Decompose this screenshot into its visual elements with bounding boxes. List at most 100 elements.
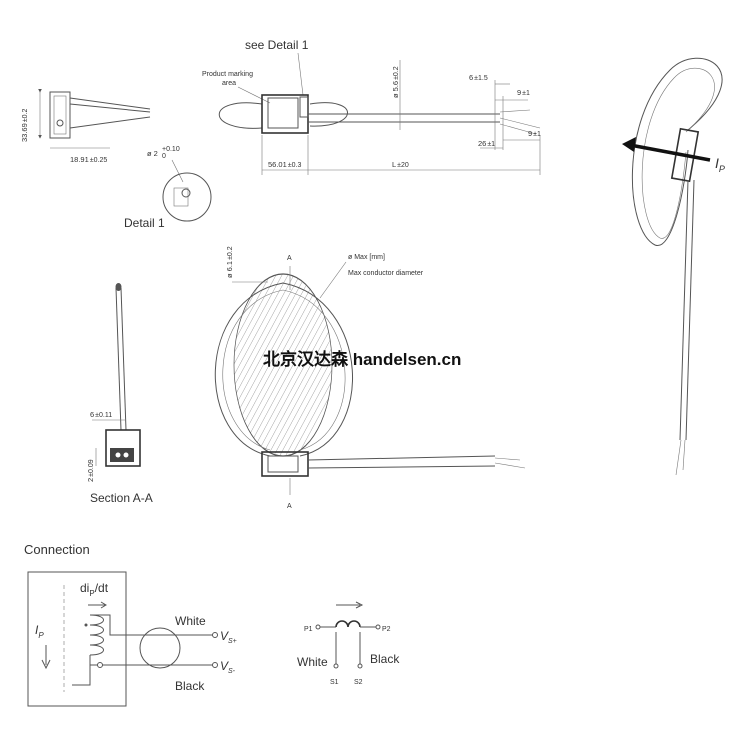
side-view-cable-mid (69, 103, 151, 113)
sec-dim-6: 6±0.11 (90, 410, 112, 419)
dim-dia-61: ø 6.1±0.2 (225, 246, 234, 278)
product-marking-leader (237, 86, 271, 104)
section-mark-top: A (287, 255, 292, 262)
current-arrow-shaft (629, 143, 711, 162)
clip-latch (299, 96, 309, 118)
dim-height-33: 33.69±0.2 (20, 109, 29, 142)
wire-black (72, 655, 213, 686)
wire-white (90, 614, 213, 636)
max-diameter-leader (319, 261, 347, 299)
dim-hole-d2: ø 2 (147, 149, 158, 158)
dim-56: 56.01±0.3 (268, 160, 301, 169)
section-clip (105, 429, 141, 467)
terminal-plus (212, 632, 218, 638)
symbol-arrow-head (355, 601, 364, 609)
s2-label: S2 (354, 679, 363, 686)
s1-terminal (333, 663, 339, 669)
wire-end-3 (499, 123, 537, 135)
coil-cable-top (307, 455, 496, 461)
section-cable-left (115, 287, 122, 431)
section-hole-2 (123, 452, 129, 458)
section-cable-right (120, 287, 127, 431)
loop-cable-left (219, 102, 263, 129)
white-label: White (175, 614, 206, 628)
side-view: 33.69±0.2 18.91±0.25 (20, 89, 151, 164)
section-mark-bottom: A (287, 503, 292, 510)
section-clip-base (110, 448, 134, 462)
detail-1-hole (181, 188, 191, 198)
dim-9a: 9±1 (517, 88, 530, 97)
detail-1-label: Detail 1 (124, 216, 165, 230)
iso-wire-2 (682, 439, 686, 471)
symbol-coil (335, 620, 361, 628)
symbol-white-label: White (297, 655, 328, 669)
didt-label: diP/dt (80, 581, 109, 598)
black-label: Black (175, 679, 205, 693)
iso-loop-inner (641, 67, 715, 239)
coil-loop-inner (222, 289, 346, 451)
detail-1-circle (162, 172, 212, 222)
section-hole-1 (115, 452, 121, 458)
coil-clip (261, 451, 309, 477)
ip-label: IP (35, 623, 44, 640)
iso-ip-label: IP (715, 155, 725, 174)
side-view-cable-bottom (69, 116, 151, 129)
dim-dia-56: ø 5.6±0.2 (391, 66, 400, 98)
product-marking-label: Product marking (202, 71, 253, 78)
sec-dim-2: 2±0.09 (86, 459, 95, 482)
side-view-cable-top (69, 97, 151, 110)
clip-marking-area (267, 97, 299, 129)
iso-wire-1 (675, 439, 682, 476)
connection-title: Connection (24, 542, 90, 557)
dim-6: 6±1.5 (469, 73, 488, 82)
dim-hole-d2-tol-top: +0.10 (162, 146, 180, 153)
dim-26: 26±1 (478, 139, 495, 148)
schematic-symbol: P1 P2 White Black S1 S2 (297, 601, 400, 686)
iso-loop-outer (631, 57, 723, 246)
max-conductor-label: Max conductor diameter (348, 270, 424, 277)
wire-end-2 (499, 117, 541, 129)
watermark: 北京汉达森 handelsen.cn (263, 349, 461, 369)
section-aa-view: 6±0.11 2±0.09 Section A-A (86, 283, 153, 505)
vs-minus-label: VS- (220, 659, 236, 675)
dim-hole-d2-tol-bot: 0 (162, 153, 166, 160)
iso-cable-2 (685, 179, 695, 441)
loop-cable-right (309, 102, 348, 127)
see-detail-label: see Detail 1 (245, 38, 309, 52)
detail-leader (171, 159, 184, 183)
meter-circle (139, 627, 181, 669)
dim-L: L±20 (392, 160, 409, 169)
dim-9b: 9±1 (528, 129, 541, 138)
coil-wire-2 (494, 462, 526, 469)
section-cable-tip (115, 283, 122, 291)
vs-plus-label: VS+ (220, 629, 237, 645)
coil-front-view: A A ø 6.1±0.2 ø Max [mm] Max conductor d… (214, 246, 526, 510)
p2-label: P2 (382, 626, 391, 633)
symbol-black-label: Black (370, 652, 400, 666)
side-view-hole (56, 119, 64, 127)
dim-width-18: 18.91±0.25 (70, 155, 107, 164)
isometric-view: IP (622, 57, 725, 476)
coil-dot (84, 623, 88, 627)
top-view: see Detail 1 Product marking area ø 5.6±… (202, 38, 541, 175)
see-detail-leader (297, 52, 304, 96)
p1-label: P1 (304, 626, 313, 633)
junction-dot (97, 662, 103, 668)
didt-arrow-head (100, 601, 107, 609)
max-diameter-label: ø Max [mm] (348, 254, 385, 261)
side-view-clip-inner (53, 95, 67, 135)
connection-diagram: Connection IP diP/dt White Black VS+ VS- (24, 542, 237, 707)
current-arrow-head (622, 137, 636, 152)
p1-terminal (315, 624, 321, 630)
ip-arrow-head (41, 659, 51, 670)
product-marking-area-label: area (222, 80, 236, 87)
conductor-box (27, 571, 127, 707)
p2-terminal (375, 624, 381, 630)
wire-end-1 (499, 109, 531, 113)
s2-terminal (357, 663, 363, 669)
coil-clip-inner (267, 455, 299, 473)
clip-body (261, 94, 309, 134)
rogowski-coil (89, 614, 104, 656)
